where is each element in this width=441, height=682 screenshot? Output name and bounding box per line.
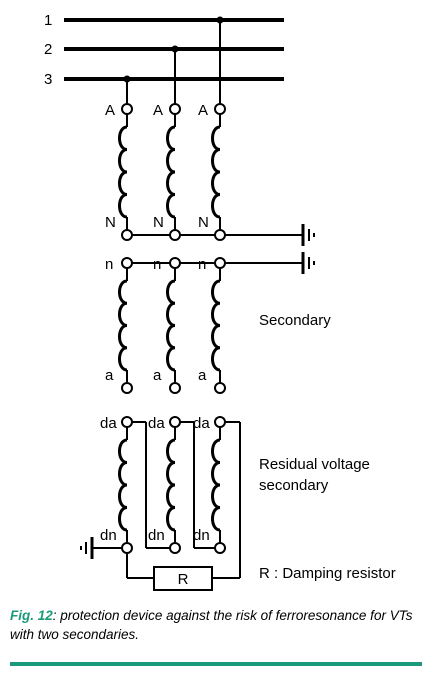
coil-residual-2 <box>166 438 176 532</box>
label-secondary-bottom-3: a <box>198 367 207 384</box>
terminal-residual-top-1 <box>121 416 133 428</box>
coil-residual-1 <box>118 438 128 532</box>
wiring <box>93 234 302 579</box>
terminal-residual-bottom-1 <box>121 542 133 554</box>
phase-label-2: 2 <box>44 41 52 58</box>
label-residual-bottom-3: dn <box>193 527 210 544</box>
terminal-secondary-top-2 <box>169 257 181 269</box>
terminal-residual-bottom-3 <box>214 542 226 554</box>
terminals <box>121 103 226 554</box>
bus-lines: 1 2 3 <box>44 12 284 88</box>
label-secondary-bottom-1: a <box>105 367 114 384</box>
bus-junctions <box>123 16 224 83</box>
coil-primary-3 <box>211 125 221 219</box>
damping-resistor: R <box>153 566 213 591</box>
terminal-secondary-bottom-3 <box>214 382 226 394</box>
terminal-primary-top-1 <box>121 103 133 115</box>
winding-labels: A N A N A Nn a n a n a da dn da dn da dn <box>100 102 210 544</box>
coil-primary-1 <box>118 125 128 219</box>
coil-primary-2 <box>166 125 176 219</box>
phase-label-3: 3 <box>44 71 52 88</box>
terminal-secondary-top-1 <box>121 257 133 269</box>
bus-taps <box>126 20 221 104</box>
resistor-symbol: R <box>178 571 189 588</box>
residual-title-line1: Residual voltage <box>259 456 370 473</box>
terminal-primary-top-2 <box>169 103 181 115</box>
label-residual-bottom-2: dn <box>148 527 165 544</box>
figure-caption-text: : protection device against the risk of … <box>10 608 413 642</box>
terminal-residual-top-3 <box>214 416 226 428</box>
terminal-primary-bottom-2 <box>169 229 181 241</box>
phase-label-1: 1 <box>44 12 52 29</box>
ground-icon <box>301 224 315 246</box>
label-primary-bottom-3: N <box>198 214 209 231</box>
terminal-primary-top-3 <box>214 103 226 115</box>
coil-residual-3 <box>211 438 221 532</box>
figure-caption: Fig. 12: protection device against the r… <box>10 606 430 644</box>
terminal-secondary-bottom-2 <box>169 382 181 394</box>
label-primary-bottom-1: N <box>105 214 116 231</box>
label-residual-top-3: da <box>193 415 210 432</box>
residual-title-line2: secondary <box>259 477 329 494</box>
secondary-title: Secondary <box>259 312 331 329</box>
label-residual-bottom-1: dn <box>100 527 117 544</box>
terminal-primary-bottom-3 <box>214 229 226 241</box>
label-primary-bottom-2: N <box>153 214 164 231</box>
label-secondary-top-1: n <box>105 256 113 273</box>
coil-secondary-1 <box>118 279 128 372</box>
ground-icon <box>301 252 315 274</box>
label-primary-top-3: A <box>198 102 208 119</box>
terminal-secondary-bottom-1 <box>121 382 133 394</box>
label-secondary-bottom-2: a <box>153 367 162 384</box>
terminal-primary-bottom-1 <box>121 229 133 241</box>
coil-secondary-3 <box>211 279 221 372</box>
label-secondary-top-3: n <box>198 256 206 273</box>
label-residual-top-1: da <box>100 415 117 432</box>
ground-icon <box>80 537 94 559</box>
terminal-secondary-top-3 <box>214 257 226 269</box>
coil-secondary-2 <box>166 279 176 372</box>
label-residual-top-2: da <box>148 415 165 432</box>
terminal-residual-bottom-2 <box>169 542 181 554</box>
label-secondary-top-2: n <box>153 256 161 273</box>
coils <box>118 114 221 543</box>
resistor-legend: R : Damping resistor <box>259 565 396 582</box>
terminal-residual-top-2 <box>169 416 181 428</box>
footer-rule <box>10 662 422 666</box>
figure-number: Fig. 12 <box>10 608 53 623</box>
label-primary-top-2: A <box>153 102 163 119</box>
label-primary-top-1: A <box>105 102 115 119</box>
